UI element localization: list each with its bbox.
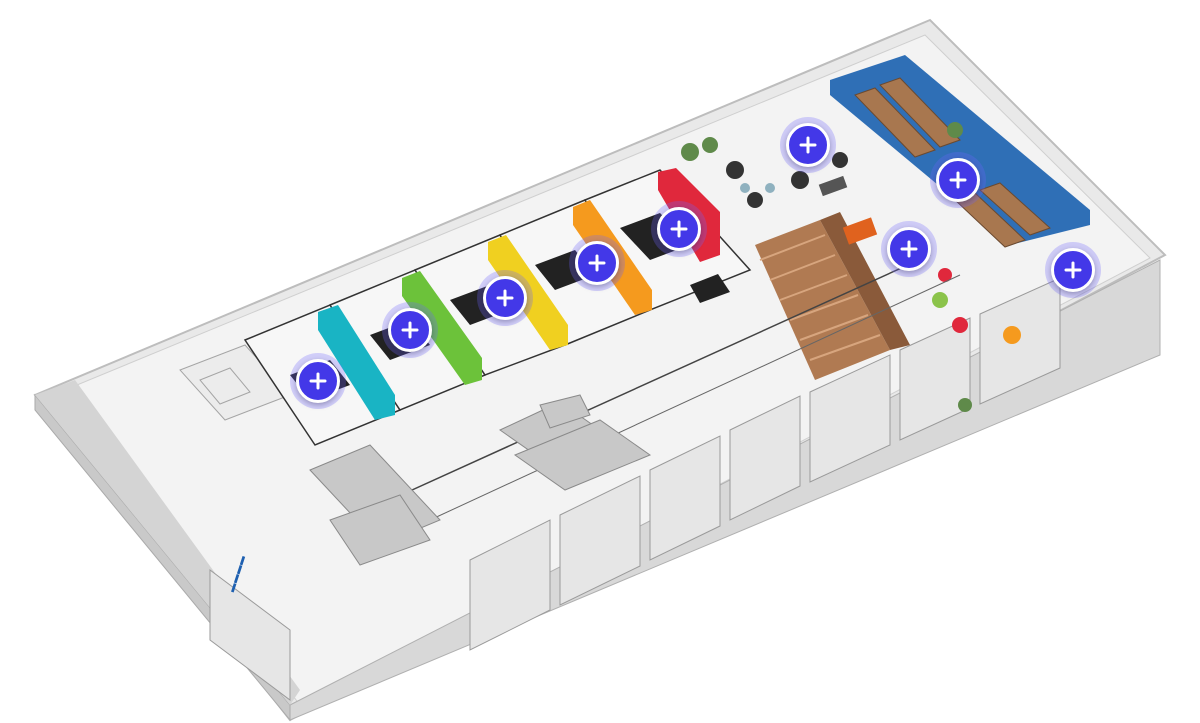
hotspot-office[interactable]: [936, 158, 980, 202]
plus-icon: [900, 240, 918, 258]
hotspot-booth-orange[interactable]: [575, 241, 619, 285]
floor-rail-2: [429, 274, 961, 521]
staircase: [755, 212, 910, 380]
plus-icon: [670, 220, 688, 238]
plus-icon: [401, 321, 419, 339]
plus-icon: [799, 136, 817, 154]
hotspot-booth-green[interactable]: [388, 308, 432, 352]
booth-wall-green: [402, 271, 482, 385]
hotspot-booth-teal[interactable]: [296, 359, 340, 403]
office-blue-wall: [830, 55, 1090, 245]
hotspot-lounge[interactable]: [786, 123, 830, 167]
office-desks: [854, 77, 1051, 248]
plants: [681, 122, 972, 412]
plus-icon: [1064, 261, 1082, 279]
plus-icon: [309, 372, 327, 390]
hotspot-seating[interactable]: [887, 227, 931, 271]
booth-wall-yellow: [488, 235, 568, 350]
booth-wall-teal: [318, 305, 395, 420]
hotspot-corner-room[interactable]: [1051, 248, 1095, 292]
hotspot-booth-red[interactable]: [657, 207, 701, 251]
plus-icon: [496, 289, 514, 307]
lounge-furniture: [726, 152, 1021, 344]
storage-rooms: [179, 344, 291, 421]
facade-windows: [209, 277, 1061, 701]
floor-rail: [389, 254, 931, 501]
plus-icon: [949, 171, 967, 189]
hotspot-booth-yellow[interactable]: [483, 276, 527, 320]
plus-icon: [588, 254, 606, 272]
robot-arms: [309, 394, 652, 566]
